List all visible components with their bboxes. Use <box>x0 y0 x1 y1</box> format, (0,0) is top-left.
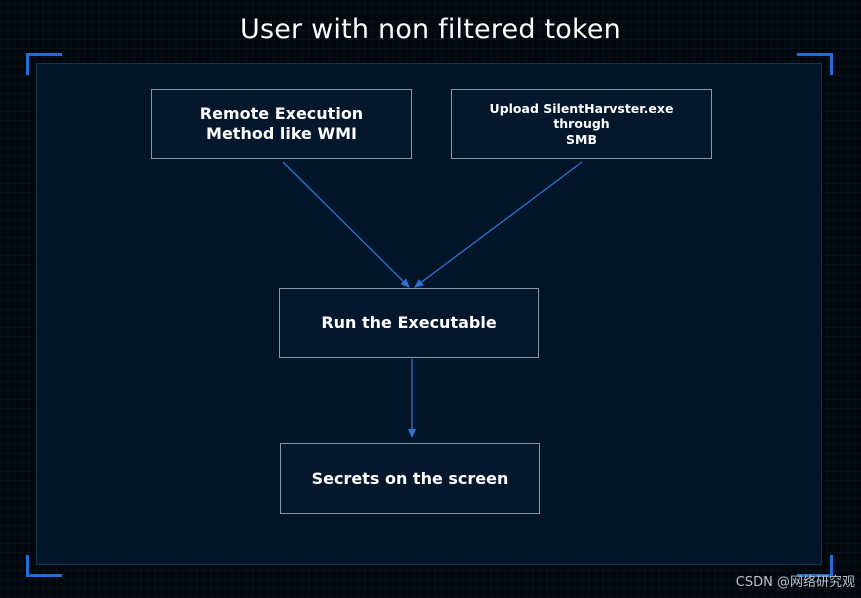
node-run-executable: Run the Executable <box>279 288 539 358</box>
node-upload-executable-line-2: SMB <box>566 131 597 147</box>
node-upload-executable: Upload SilentHarvster.exe through SMB <box>451 89 712 159</box>
node-upload-executable-line-1: Upload SilentHarvster.exe through <box>489 101 674 132</box>
diagram-title: User with non filtered token <box>240 14 621 45</box>
edge-upload-to-run <box>414 161 583 288</box>
node-remote-execution-line-2: Method like WMI <box>206 124 357 143</box>
node-secrets-on-screen-line-1: Secrets on the screen <box>311 468 509 488</box>
corner-bracket-top-right <box>797 53 833 75</box>
node-run-executable-line-1: Run the Executable <box>321 313 497 333</box>
corner-bracket-bottom-left <box>26 555 62 577</box>
corner-bracket-bottom-right <box>797 555 833 577</box>
edge-remote-execution-to-run <box>282 161 410 288</box>
node-secrets-on-screen: Secrets on the screen <box>280 443 540 514</box>
corner-bracket-top-left <box>26 53 62 75</box>
node-remote-execution-line-1: Remote Execution <box>199 104 364 124</box>
node-remote-execution: Remote Execution Method like WMI <box>151 89 412 159</box>
watermark: CSDN @网络研究观 <box>735 575 855 590</box>
